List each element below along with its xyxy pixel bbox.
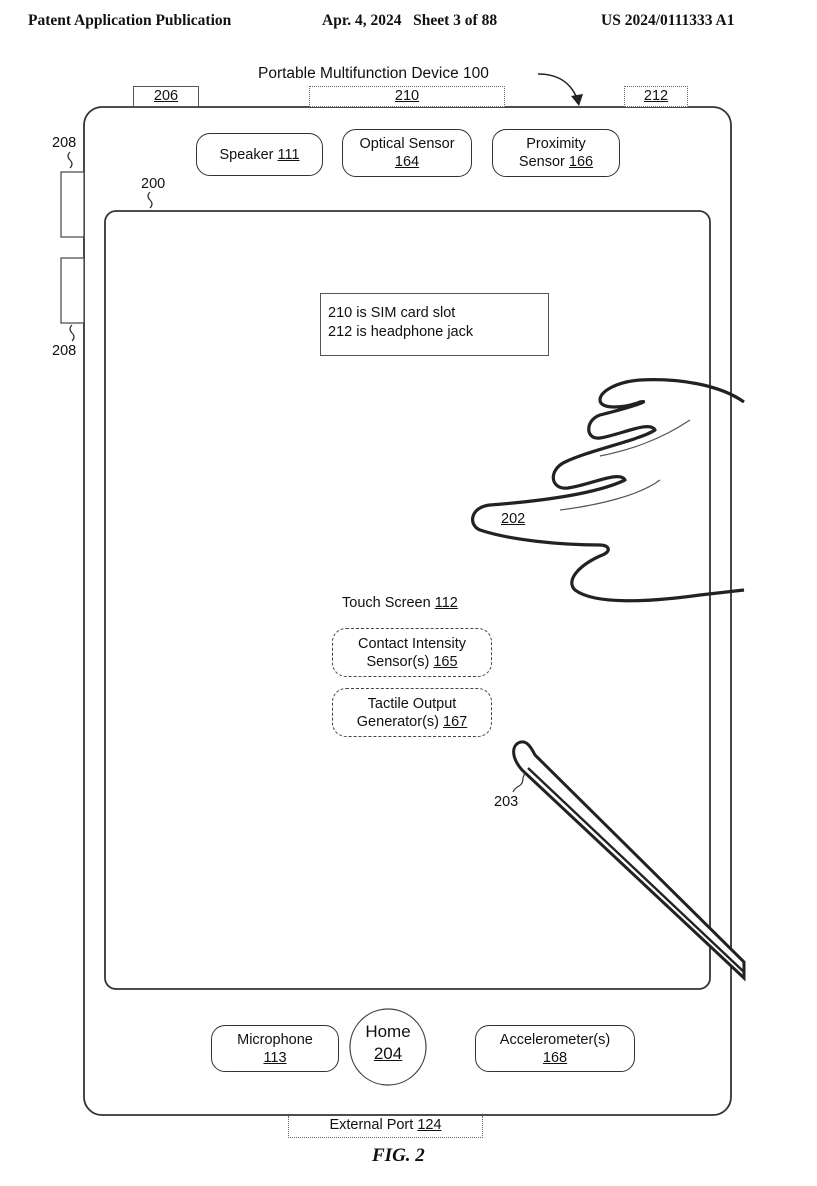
side-button-upper	[60, 171, 85, 238]
contact-line1: Contact Intensity	[358, 635, 466, 652]
tab-206: 206	[133, 86, 199, 107]
proximity-line1: Proximity	[526, 136, 586, 152]
ref-206: 206	[153, 88, 179, 104]
device-title: Portable Multifunction Device 100	[258, 65, 489, 82]
ref-212: 212	[643, 88, 669, 104]
publication-label: Patent Application Publication	[28, 12, 232, 29]
patent-number: US 2024/0111333 A1	[601, 12, 735, 29]
ref-202: 202	[501, 511, 526, 527]
contact-number: 165	[433, 653, 458, 670]
microphone-number: 113	[263, 1049, 287, 1066]
contact-label: Sensor(s)	[366, 653, 434, 670]
proximity-text: Sensor 166	[519, 153, 593, 171]
home-button[interactable]: Home 204	[350, 1021, 426, 1065]
note-box: 210 is SIM card slot 212 is headphone ja…	[320, 293, 549, 356]
external-port-box: External Port 124	[288, 1116, 483, 1138]
leader-203	[512, 771, 526, 793]
leader-208-bottom	[69, 324, 75, 342]
microphone-box: Microphone 113	[211, 1025, 339, 1072]
touch-screen-text: Touch Screen	[342, 595, 435, 611]
ref-203: 203	[494, 794, 519, 810]
ref-200: 200	[141, 176, 166, 192]
tactile-text: Generator(s) 167	[357, 713, 467, 731]
tactile-number: 167	[443, 713, 468, 730]
accelerometer-number: 168	[542, 1049, 568, 1066]
speaker-label: Speaker	[219, 146, 278, 163]
tab-212: 212	[624, 86, 688, 107]
accelerometer-box: Accelerometer(s) 168	[475, 1025, 635, 1072]
figure-label: FIG. 2	[372, 1145, 425, 1166]
proximity-sensor-box: Proximity Sensor 166	[492, 129, 620, 177]
home-button-circle	[349, 1008, 427, 1086]
tactile-line1: Tactile Output	[367, 695, 457, 712]
title-arrowhead	[571, 94, 583, 106]
touch-screen-number: 112	[434, 595, 458, 611]
microphone-label: Microphone	[237, 1031, 313, 1048]
proximity-label: Sensor	[518, 154, 569, 170]
note-line1: 210 is SIM card slot	[328, 305, 456, 321]
speaker-text: Speaker 111	[219, 146, 299, 164]
optical-sensor-box: Optical Sensor 164	[342, 129, 472, 177]
touch-screen-label: Touch Screen 112	[342, 594, 458, 612]
tab-210: 210	[309, 86, 505, 107]
speaker-box: Speaker 111	[196, 133, 323, 176]
ref-208-top: 208	[52, 135, 77, 151]
ref-208-bottom: 208	[52, 343, 77, 359]
hand-crease-2	[599, 419, 691, 457]
hand-outline	[471, 378, 745, 603]
contact-intensity-box: Contact Intensity Sensor(s) 165	[332, 628, 492, 677]
leader-200	[147, 191, 153, 209]
optical-sensor-number: 164	[394, 154, 420, 170]
external-port-number: 124	[417, 1117, 442, 1133]
home-number: 204	[373, 1044, 403, 1063]
proximity-number: 166	[568, 154, 594, 170]
side-button-lower	[60, 257, 85, 324]
contact-text: Sensor(s) 165	[366, 653, 457, 671]
ref-210: 210	[394, 88, 420, 104]
date-sheet-label: Apr. 4, 2024 Sheet 3 of 88	[322, 12, 498, 29]
external-port-label: External Port	[329, 1117, 418, 1133]
home-label: Home	[365, 1022, 411, 1041]
note-line2: 212 is headphone jack	[328, 324, 474, 340]
accelerometer-label: Accelerometer(s)	[499, 1031, 611, 1048]
speaker-number: 111	[277, 146, 300, 163]
stylus-line	[527, 767, 745, 973]
hand-crease-1	[559, 479, 661, 511]
tactile-label: Generator(s)	[356, 713, 444, 730]
optical-sensor-label: Optical Sensor	[359, 136, 455, 152]
leader-208-top	[67, 151, 73, 169]
tactile-output-box: Tactile Output Generator(s) 167	[332, 688, 492, 737]
